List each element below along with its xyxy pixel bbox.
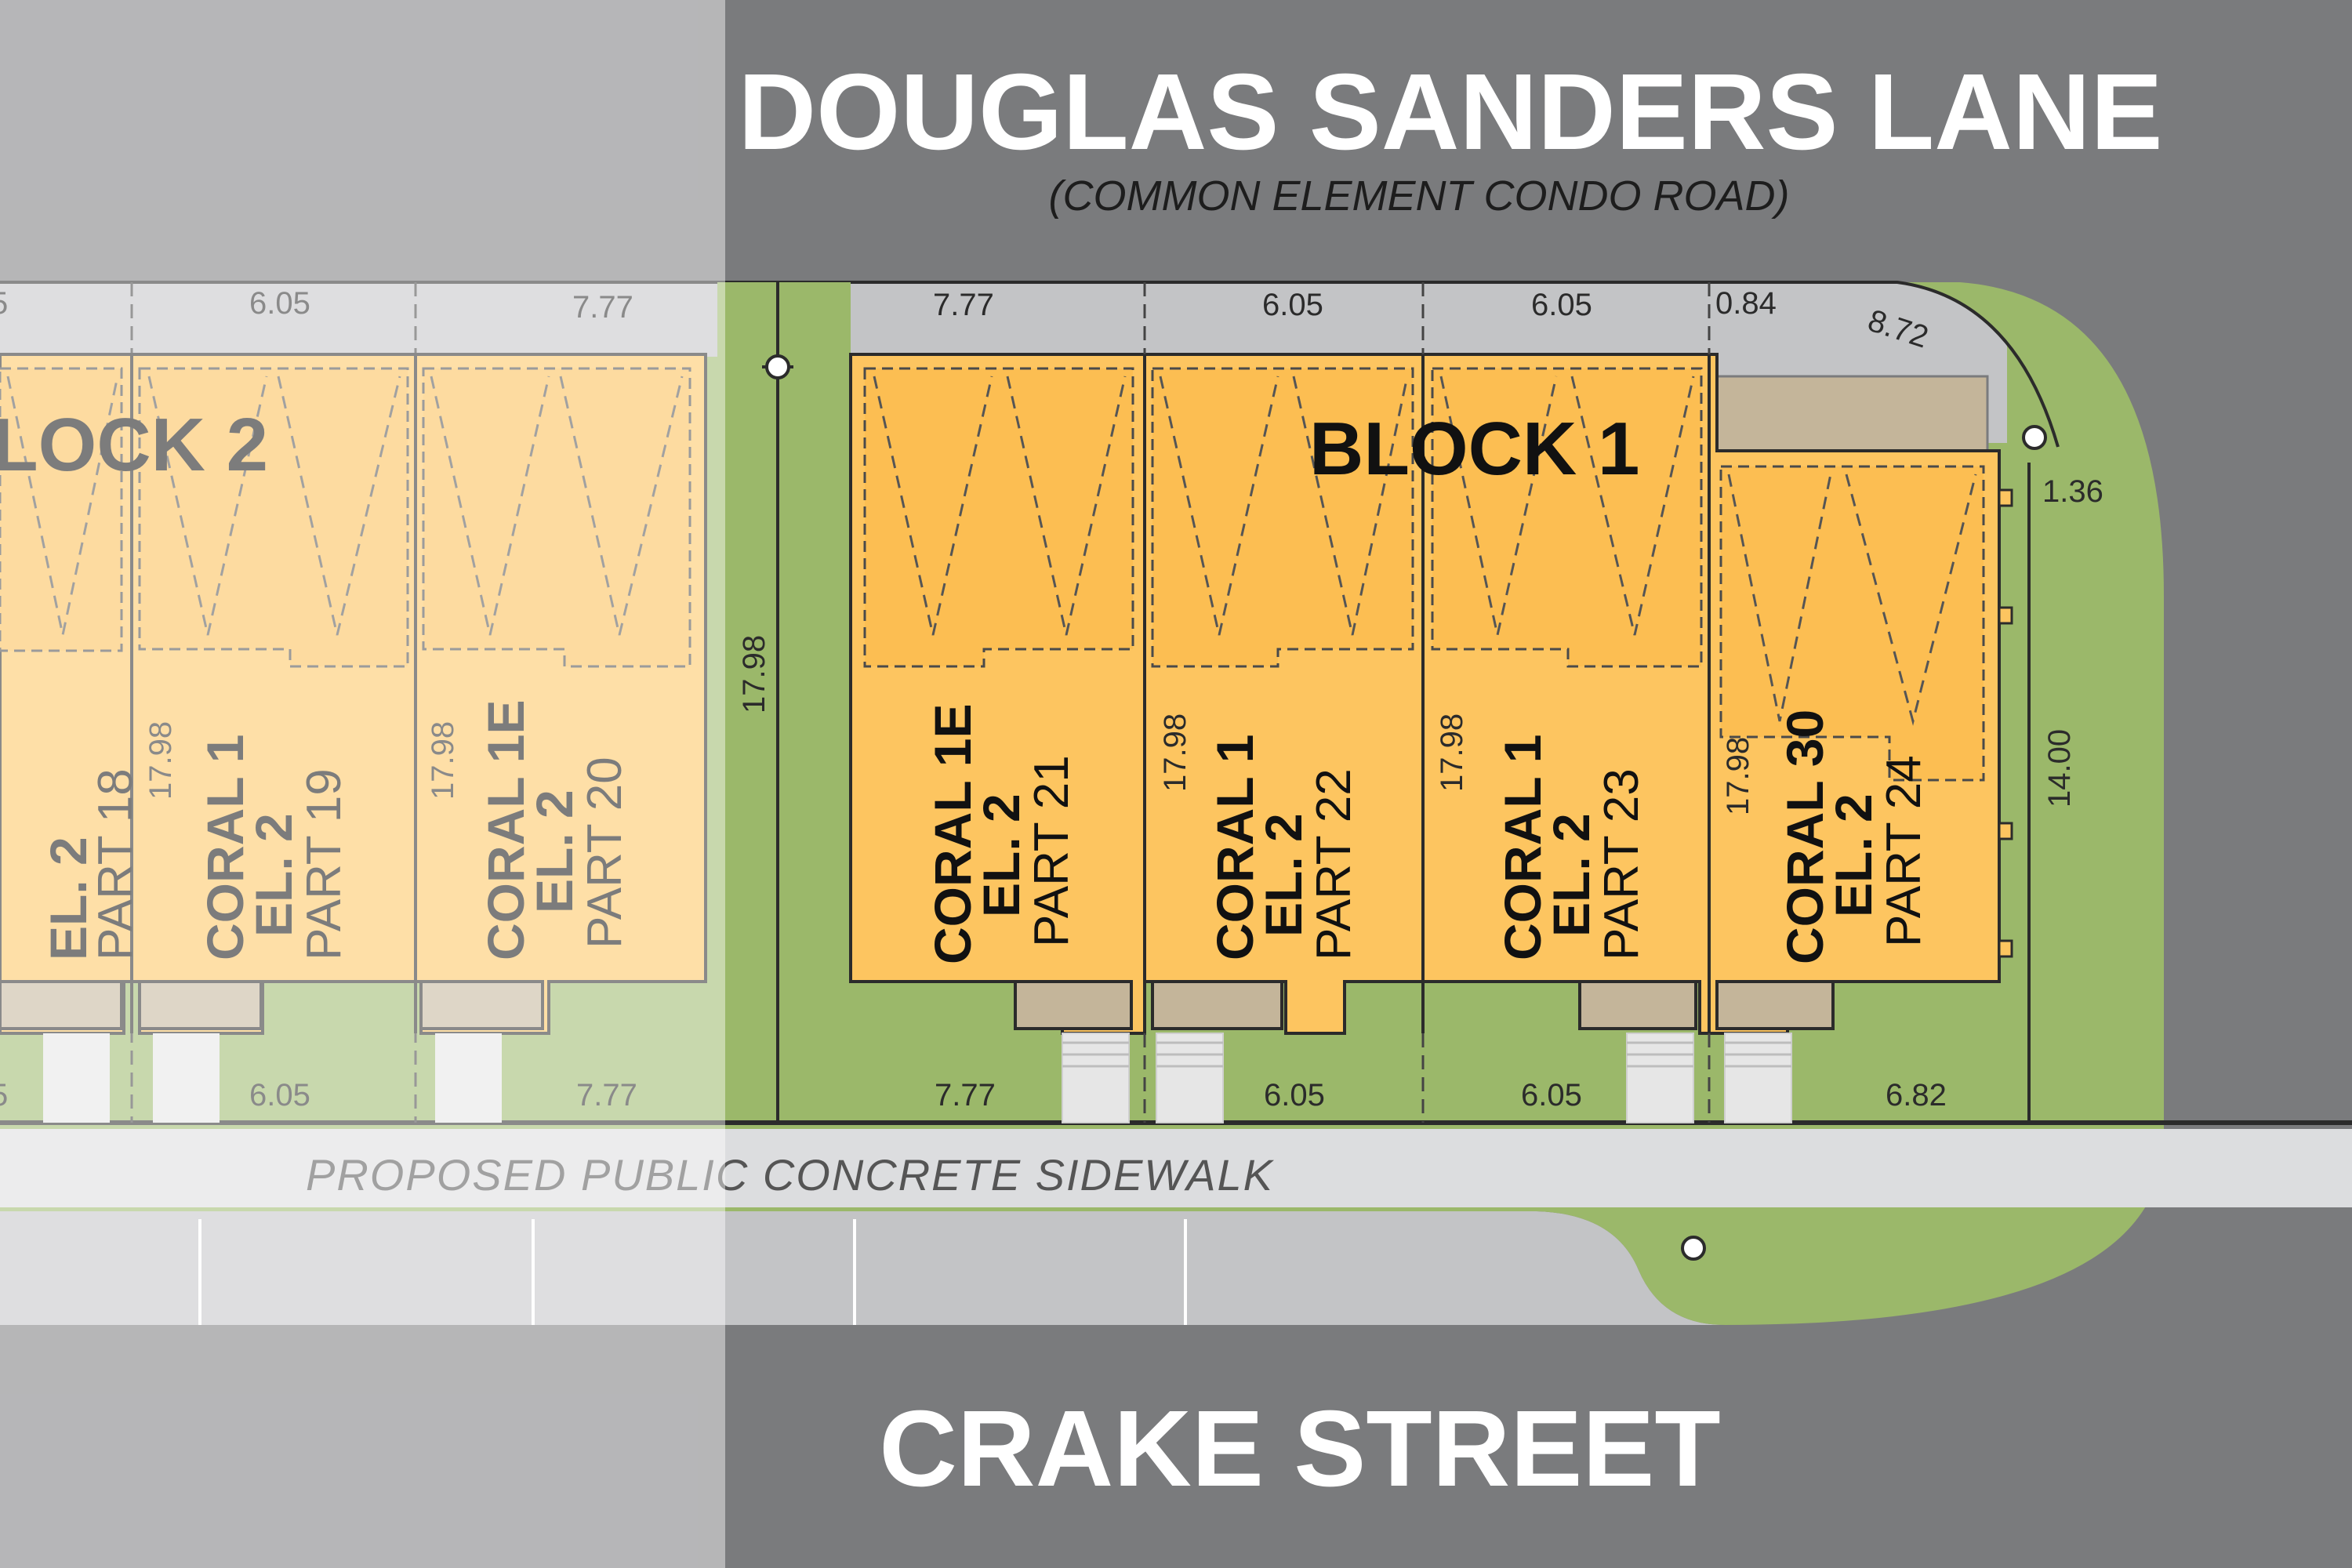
svg-text:CORAL 1E: CORAL 1E	[477, 699, 535, 960]
svg-text:EL. 2: EL. 2	[972, 793, 1030, 917]
dim-depth-side: 17.98	[737, 635, 771, 713]
svg-text:PART 22: PART 22	[1307, 768, 1361, 960]
svg-text:EL. 2: EL. 2	[39, 837, 97, 960]
walkways	[1062, 1033, 1792, 1123]
dim-depth-22: 17.98	[1158, 713, 1192, 792]
top-street-name: DOUGLAS SANDERS LANE	[738, 52, 2162, 172]
light-post-icons	[762, 354, 2047, 1261]
dim-bottom-1: 6.05	[249, 1078, 310, 1112]
block-1-label: BLOCK 1	[1309, 407, 1639, 491]
left-overlay	[0, 0, 725, 1568]
dim-top-1: 6.05	[249, 286, 310, 321]
dim-top-4: 6.05	[1262, 288, 1323, 322]
unit-labels: EL. 2 PART 18 CORAL 1 EL. 2 PART 19 CORA…	[39, 699, 1931, 964]
svg-text:CORAL 1: CORAL 1	[1494, 735, 1552, 961]
dim-depth-19: 17.98	[143, 721, 178, 800]
svg-text:PART 19: PART 19	[297, 768, 351, 960]
light-post-icon	[2022, 425, 2047, 450]
dim-top-0: 5	[0, 286, 8, 321]
svg-text:CORAL 1: CORAL 1	[1206, 735, 1264, 961]
svg-text:PART 24: PART 24	[1877, 755, 1931, 947]
svg-text:PART 21: PART 21	[1025, 755, 1079, 947]
dim-depth-23: 17.98	[1435, 713, 1469, 792]
patio	[1715, 375, 1989, 452]
top-street-subtitle: (COMMON ELEMENT CONDO ROAD)	[1049, 172, 1790, 220]
block-2-garages	[0, 367, 691, 668]
unit-21-label: CORAL 1E EL. 2 PART 21	[924, 703, 1079, 964]
dim-top-6: 0.84	[1715, 286, 1777, 321]
wall-jogs	[1998, 488, 2013, 958]
dim-bottom-4: 6.05	[1264, 1078, 1325, 1112]
side-yard-grass	[717, 282, 851, 1121]
svg-text:EL. 2: EL. 2	[245, 813, 303, 937]
dim-depth-20: 17.98	[426, 721, 460, 800]
unit-24-label: CORAL 30 EL. 2 PART 24	[1776, 710, 1931, 964]
dim-depth-24: 17.98	[1721, 737, 1755, 815]
block-2-porches	[0, 980, 544, 1030]
dim-top-2: 7.77	[572, 290, 633, 325]
dimension-labels: 5 6.05 7.77 7.77 6.05 6.05 0.84 8.72 5 6…	[0, 286, 2103, 1112]
svg-text:CORAL 30: CORAL 30	[1776, 710, 1834, 964]
svg-text:PART 23: PART 23	[1595, 768, 1649, 960]
unit-18-label: EL. 2 PART 18	[39, 768, 143, 960]
dim-bottom-5: 6.05	[1521, 1078, 1582, 1112]
svg-text:CORAL 1: CORAL 1	[196, 735, 254, 961]
unit-walls	[1143, 354, 1711, 1033]
svg-text:PART 20: PART 20	[578, 757, 632, 949]
block-2-garage-marks	[6, 376, 684, 636]
dim-corner: 1.36	[2042, 474, 2103, 509]
lot-line-top	[0, 281, 2060, 448]
curb-joints	[198, 1219, 1187, 1325]
dim-bottom-6: 6.82	[1886, 1078, 1947, 1112]
unit-20-label: CORAL 1E EL. 2 PART 20	[477, 699, 632, 960]
svg-text:EL. 2: EL. 2	[1254, 813, 1312, 937]
garage-door-marks	[873, 376, 1977, 726]
porches	[1014, 980, 1835, 1030]
svg-text:EL. 2: EL. 2	[1824, 793, 1882, 917]
dim-side-right: 14.00	[2042, 729, 2077, 808]
block-2-walkways	[43, 1033, 502, 1123]
step-lines	[1062, 1041, 1791, 1068]
bottom-street-name: CRAKE STREET	[879, 1388, 1720, 1509]
svg-text:PART 18: PART 18	[89, 768, 143, 960]
dim-top-5: 6.05	[1531, 288, 1592, 322]
svg-text:EL. 2: EL. 2	[1542, 813, 1600, 937]
dim-bottom-2: 7.77	[576, 1078, 637, 1112]
dim-top-3: 7.77	[933, 288, 994, 322]
svg-text:CORAL 1E: CORAL 1E	[924, 703, 982, 964]
boulevard-strip	[0, 1211, 1725, 1325]
unit-22-label: CORAL 1 EL. 2 PART 22	[1206, 735, 1361, 961]
block-2-label: LOCK 2	[0, 403, 268, 487]
block-2-walls	[130, 354, 417, 1033]
unit-23-label: CORAL 1 EL. 2 PART 23	[1494, 735, 1649, 961]
dim-bottom-0: 5	[0, 1078, 8, 1112]
sidewalk	[0, 1129, 2352, 1207]
dim-bottom-3: 7.77	[935, 1078, 996, 1112]
svg-text:EL. 2: EL. 2	[525, 789, 583, 913]
light-post-icon	[762, 354, 793, 379]
light-post-icon	[1681, 1236, 1706, 1261]
unit-19-label: CORAL 1 EL. 2 PART 19	[196, 735, 351, 961]
sidewalk-label: PROPOSED PUBLIC CONCRETE SIDEWALK	[306, 1150, 1275, 1200]
frontage-strip	[0, 282, 1708, 357]
